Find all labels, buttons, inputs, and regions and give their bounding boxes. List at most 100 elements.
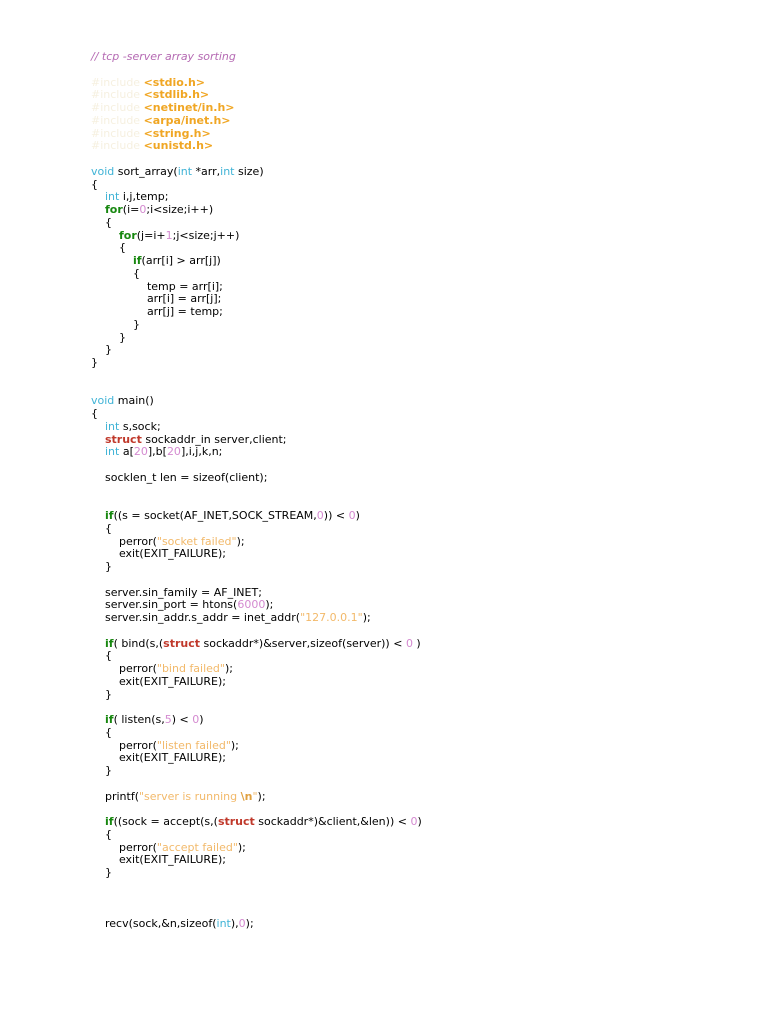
code-text: { bbox=[91, 827, 112, 841]
type-keyword: int bbox=[177, 164, 193, 178]
code-text: ); bbox=[257, 789, 266, 803]
escape-sequence: \n bbox=[240, 789, 253, 803]
code-text: sockaddr*)&client,&len)) < bbox=[254, 815, 411, 828]
code-text: ), bbox=[230, 917, 239, 930]
code-text bbox=[91, 433, 105, 446]
code-text: i,j,temp; bbox=[119, 190, 169, 204]
header-name: <arpa/inet.h> bbox=[143, 113, 231, 127]
code-line: if(arr[i] > arr[j]) bbox=[91, 254, 422, 268]
code-line: server.sin_addr.s_addr = inet_addr("127.… bbox=[91, 611, 422, 625]
code-text bbox=[91, 637, 105, 650]
code-line: exit(EXIT_FAILURE); bbox=[91, 547, 422, 561]
code-line: { bbox=[91, 827, 422, 842]
code-text: perror( bbox=[91, 534, 157, 548]
code-line: int a[20],b[20],i,j,k,n; bbox=[91, 445, 422, 459]
code-line: { bbox=[91, 407, 422, 421]
code-text: ); bbox=[265, 598, 274, 612]
number-literal: 0 bbox=[238, 917, 246, 930]
header-name: <netinet/in.h> bbox=[143, 101, 235, 114]
number-literal: 0 bbox=[192, 713, 200, 726]
header-name: <unistd.h> bbox=[143, 139, 214, 153]
code-text: ) bbox=[412, 636, 421, 650]
code-line: if( bind(s,(struct sockaddr*)&server,siz… bbox=[91, 636, 422, 651]
code-text: ); bbox=[236, 534, 245, 548]
header-name: <stdio.h> bbox=[143, 75, 206, 89]
code-line: exit(EXIT_FAILURE); bbox=[91, 751, 422, 765]
code-line: { bbox=[91, 267, 422, 281]
code-line: exit(EXIT_FAILURE); bbox=[91, 674, 422, 689]
code-text: a[ bbox=[119, 445, 134, 459]
code-line: server.sin_family = AF_INET; bbox=[91, 585, 422, 600]
control-keyword: if bbox=[105, 815, 114, 828]
number-literal: 0 bbox=[405, 636, 413, 650]
code-line: { bbox=[91, 215, 422, 230]
code-text: ) bbox=[355, 509, 360, 522]
code-line: perror("bind failed"); bbox=[91, 662, 422, 676]
code-text bbox=[91, 203, 105, 216]
code-text: ); bbox=[230, 738, 239, 752]
code-text: { bbox=[91, 177, 98, 191]
code-text: size) bbox=[234, 164, 264, 178]
code-text bbox=[91, 229, 119, 242]
control-keyword: for bbox=[118, 228, 137, 242]
code-text: { bbox=[91, 241, 126, 255]
control-keyword: if bbox=[105, 713, 114, 726]
code-line: struct sockaddr_in server,client; bbox=[91, 432, 422, 447]
string-literal: "listen failed" bbox=[156, 738, 231, 752]
code-line bbox=[91, 485, 422, 498]
code-text: } bbox=[91, 317, 140, 331]
code-text: main() bbox=[114, 394, 154, 408]
code-text: sockaddr_in server,client; bbox=[141, 432, 287, 446]
code-text: { bbox=[91, 215, 112, 229]
code-line: int s,sock; bbox=[91, 419, 422, 434]
number-literal: 5 bbox=[164, 713, 172, 726]
code-text: (j=i+ bbox=[136, 228, 166, 242]
type-keyword: int bbox=[105, 419, 120, 433]
string-literal: "127.0.0.1" bbox=[300, 611, 363, 624]
code-text: } bbox=[91, 343, 112, 357]
code-text: exit(EXIT_FAILURE); bbox=[91, 751, 226, 765]
code-text: temp = arr[i]; bbox=[91, 279, 223, 293]
code-text: ;j<size;j++) bbox=[172, 228, 240, 242]
preprocessor-directive: #include bbox=[91, 113, 144, 127]
code-text: ) < bbox=[171, 713, 193, 726]
code-line bbox=[91, 893, 422, 906]
code-text: } bbox=[91, 330, 126, 344]
code-line: for(j=i+1;j<size;j++) bbox=[91, 228, 422, 243]
code-listing: // tcp -server array sorting #include <s… bbox=[91, 50, 422, 931]
number-literal: 0 bbox=[316, 509, 324, 522]
code-line: #include <netinet/in.h> bbox=[91, 101, 422, 115]
type-keyword: void bbox=[91, 394, 115, 408]
code-text: s,sock; bbox=[119, 419, 161, 433]
preprocessor-directive: #include bbox=[91, 126, 144, 140]
control-keyword: if bbox=[105, 509, 114, 522]
code-line bbox=[91, 880, 422, 893]
code-text: perror( bbox=[91, 662, 157, 675]
code-text bbox=[91, 815, 105, 828]
code-line: { bbox=[91, 725, 422, 740]
code-line: temp = arr[i]; bbox=[91, 279, 422, 294]
code-text: ((sock = accept(s,( bbox=[113, 815, 218, 828]
control-keyword: for bbox=[105, 203, 123, 216]
code-line: int i,j,temp; bbox=[91, 190, 422, 204]
type-keyword: int bbox=[216, 917, 231, 930]
code-text: ); bbox=[245, 917, 254, 930]
code-text: recv(sock,&n,sizeof( bbox=[91, 917, 217, 930]
code-text: server.sin_family = AF_INET; bbox=[91, 585, 262, 599]
code-line: recv(sock,&n,sizeof(int),0); bbox=[91, 917, 422, 931]
code-line: { bbox=[91, 177, 422, 192]
code-line: } bbox=[91, 356, 422, 370]
number-literal: 6000 bbox=[237, 598, 266, 612]
code-line: exit(EXIT_FAILURE); bbox=[91, 853, 422, 867]
number-literal: 20 bbox=[166, 445, 181, 459]
code-line: socklen_t len = sizeof(client); bbox=[91, 471, 422, 485]
string-literal: "server is running bbox=[139, 789, 241, 803]
string-literal: " bbox=[252, 789, 258, 803]
code-text: exit(EXIT_FAILURE); bbox=[91, 674, 226, 688]
code-text: { bbox=[91, 725, 112, 739]
code-text: } bbox=[91, 356, 98, 369]
comment: // tcp -server array sorting bbox=[91, 50, 236, 63]
code-line: server.sin_port = htons(6000); bbox=[91, 598, 422, 612]
code-line: } bbox=[91, 688, 422, 702]
code-text: server.sin_addr.s_addr = inet_addr( bbox=[91, 611, 301, 624]
